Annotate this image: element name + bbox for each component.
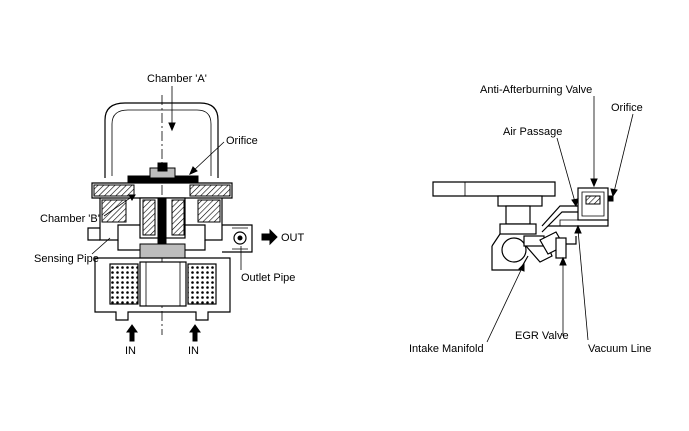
label-orifice-left: Orifice: [226, 135, 258, 147]
in-arrow-right: [189, 324, 201, 342]
label-egr-valve: EGR Valve: [515, 330, 569, 342]
label-anti-afterburning-valve: Anti-Afterburning Valve: [480, 84, 592, 96]
air-duct: [432, 181, 556, 197]
label-in-right: IN: [188, 345, 199, 357]
diaphragm-flange: [91, 182, 233, 199]
in-arrow-left: [126, 324, 138, 342]
chamber-a-dome: [104, 102, 219, 178]
system-layout: [432, 96, 634, 343]
vacuum-line: [548, 220, 609, 227]
label-chamber-a: Chamber 'A': [147, 73, 207, 85]
out-arrow: [261, 228, 278, 246]
label-air-passage: Air Passage: [503, 126, 562, 138]
air-passage-pipe: [541, 205, 578, 227]
outlet-pipe: [222, 224, 253, 253]
lower-body: [94, 257, 231, 321]
label-vacuum-line: Vacuum Line: [588, 343, 651, 355]
anti-afterburning-valve: [559, 187, 614, 226]
coil-right: [187, 263, 217, 305]
coil-left: [109, 263, 139, 305]
sensing-pipe: [87, 227, 100, 241]
label-intake-manifold: Intake Manifold: [409, 343, 484, 355]
egr-valve: [539, 231, 577, 259]
label-sensing-pipe: Sensing Pipe: [34, 253, 99, 265]
valve-cross-section: [87, 86, 278, 342]
label-outlet-pipe: Outlet Pipe: [241, 272, 295, 284]
label-out: OUT: [281, 232, 305, 244]
label-orifice-right: Orifice: [611, 102, 643, 114]
label-in-left: IN: [125, 345, 136, 357]
intake-manifold: [491, 233, 553, 271]
label-chamber-b: Chamber 'B': [40, 213, 100, 225]
